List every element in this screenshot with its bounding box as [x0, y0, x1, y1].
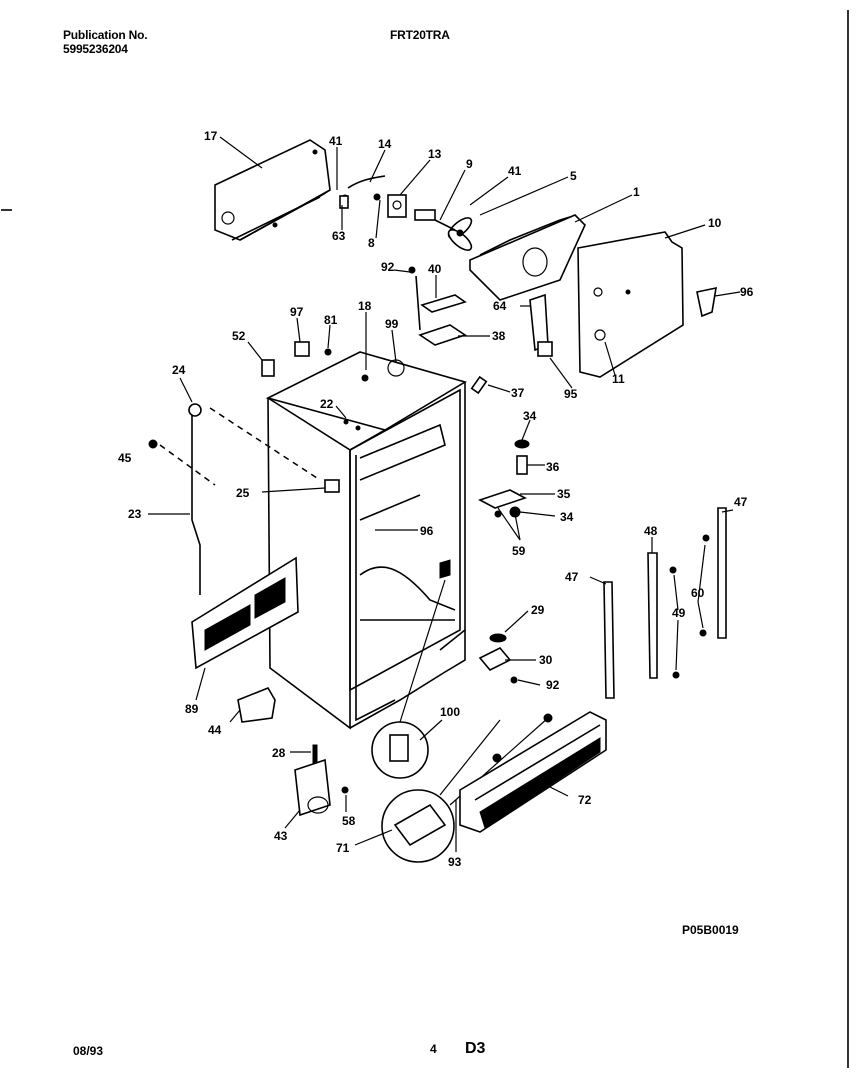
label-92b: 92	[546, 678, 560, 692]
label-14: 14	[378, 137, 392, 151]
part-17-bracket	[214, 139, 331, 241]
label-28: 28	[272, 746, 286, 760]
part-23-24-rod	[148, 403, 340, 595]
label-34a: 34	[523, 409, 537, 423]
label-93: 93	[448, 855, 462, 869]
label-58: 58	[342, 814, 356, 828]
footer-date: 08/93	[73, 1044, 104, 1058]
leader-lines	[148, 136, 741, 852]
label-17: 17	[204, 129, 218, 143]
label-72: 72	[578, 793, 592, 807]
label-5: 5	[570, 169, 577, 183]
publication-label: Publication No.	[63, 28, 148, 42]
label-99: 99	[385, 317, 399, 331]
part-52-97-81-fasteners	[261, 266, 488, 395]
label-95: 95	[564, 387, 578, 401]
footer-section-code: D3	[465, 1040, 486, 1057]
label-23: 23	[128, 507, 142, 521]
label-11: 11	[612, 372, 625, 386]
label-71: 71	[336, 841, 350, 855]
label-45: 45	[118, 451, 132, 465]
part-71-detail	[381, 717, 549, 863]
label-44: 44	[208, 723, 222, 737]
label-35: 35	[557, 487, 571, 501]
label-92a: 92	[381, 260, 395, 274]
label-47a: 47	[734, 495, 748, 509]
label-34b: 34	[560, 510, 574, 524]
label-63: 63	[332, 229, 346, 243]
label-41b: 41	[508, 164, 522, 178]
part-100-detail	[371, 579, 446, 779]
part-13-14-fan-bracket	[339, 175, 407, 218]
label-9: 9	[466, 157, 473, 171]
label-64: 64	[493, 299, 507, 313]
part-34-35-36-hinge	[477, 439, 530, 518]
label-96a: 96	[740, 285, 754, 299]
label-52: 52	[232, 329, 246, 343]
part-47-48-strips	[603, 507, 727, 699]
label-100: 100	[440, 705, 460, 719]
label-40: 40	[428, 262, 442, 276]
drawing-code: P05B0019	[682, 923, 739, 937]
part-9-fan-blade	[414, 209, 473, 251]
label-25: 25	[236, 486, 250, 500]
part-96-clip	[696, 286, 717, 318]
label-96b: 96	[420, 524, 434, 538]
model-number: FRT20TRA	[390, 28, 450, 42]
label-59: 59	[512, 544, 526, 558]
label-60: 60	[691, 586, 705, 600]
footer-page-number: 4	[430, 1042, 437, 1056]
label-13: 13	[428, 147, 442, 161]
label-89: 89	[185, 702, 199, 716]
part-40-38-damper	[415, 275, 467, 346]
label-18: 18	[358, 299, 372, 313]
label-29: 29	[531, 603, 545, 617]
label-38: 38	[492, 329, 506, 343]
part-28-43-58-bracket	[294, 744, 349, 817]
label-43: 43	[274, 829, 288, 843]
part-10-rear-panel	[577, 231, 684, 378]
label-22: 22	[320, 397, 334, 411]
part-64-95-bracket	[529, 293, 553, 357]
publication-number: 5995236204	[63, 42, 128, 56]
label-81: 81	[324, 313, 338, 327]
part-44-block	[237, 687, 276, 723]
label-97: 97	[290, 305, 304, 319]
part-29-30-hinge	[478, 633, 518, 684]
label-37: 37	[511, 386, 525, 400]
cabinet-liner	[265, 351, 467, 730]
label-41a: 41	[329, 134, 343, 148]
label-1: 1	[633, 185, 640, 199]
part-89-control-panel	[191, 556, 299, 670]
part-1-evaporator-cover	[469, 214, 586, 301]
label-47b: 47	[565, 570, 579, 584]
part-labels: 17 41 14 13 9 41 5 1 10 63 8 92 40 64 96…	[118, 129, 754, 869]
label-49: 49	[672, 606, 686, 620]
label-36: 36	[546, 460, 560, 474]
part-72-grille	[459, 711, 607, 833]
label-24: 24	[172, 363, 186, 377]
label-30: 30	[539, 653, 553, 667]
label-10: 10	[708, 216, 722, 230]
label-48: 48	[644, 524, 658, 538]
label-8: 8	[368, 236, 375, 250]
